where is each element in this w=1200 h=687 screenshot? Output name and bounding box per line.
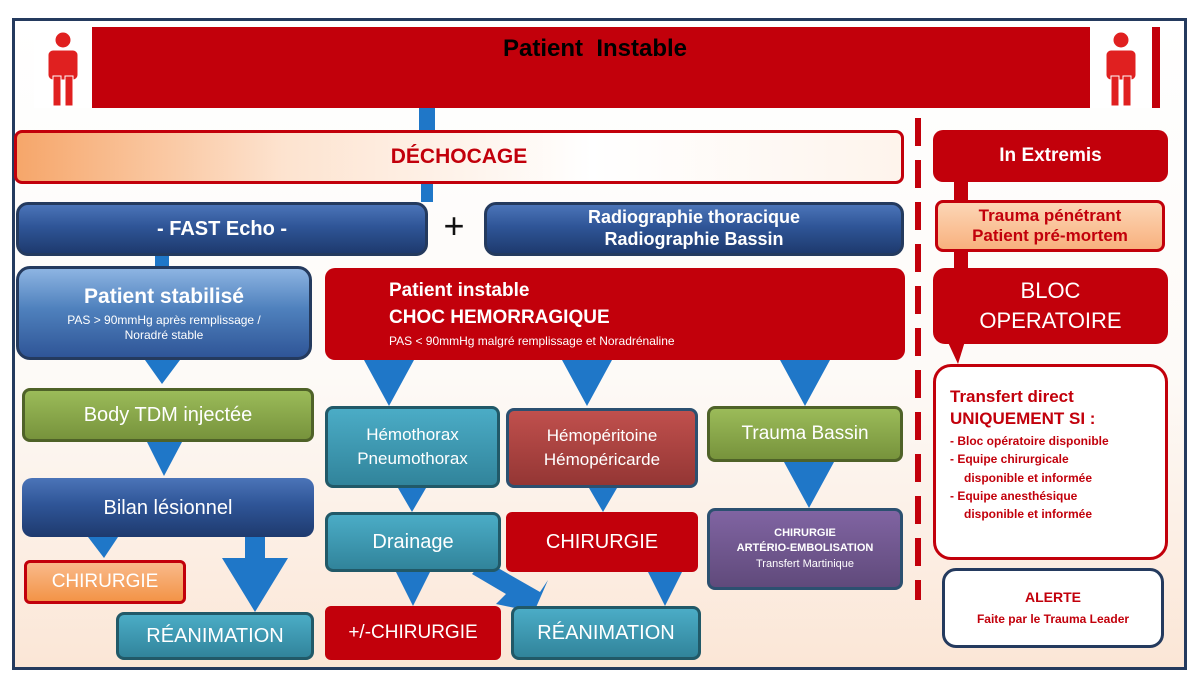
transfert-direct-box: Transfert direct UNIQUEMENT SI : - Bloc …	[933, 364, 1168, 560]
plus-minus-chirurgie-box: +/-CHIRURGIE	[325, 606, 501, 660]
radiographie-line2: Radiographie Bassin	[604, 229, 784, 249]
alerte-title: ALERTE	[1025, 589, 1081, 606]
connector-bilan-reanimation	[245, 537, 265, 559]
patient-stabilise-title: Patient stabilisé	[84, 285, 244, 309]
trauma-bassin-label: Trauma Bassin	[741, 422, 869, 444]
middle-reanimation-box: RÉANIMATION	[511, 606, 701, 660]
arrow-drainage-reanimation	[472, 560, 548, 612]
bloc-line2: OPERATOIRE	[979, 308, 1122, 333]
fast-echo-box: - FAST Echo -	[16, 202, 428, 256]
hemoperitoine-box: Hémopéritoine Hémopéricarde	[506, 408, 698, 488]
left-chirurgie-box: CHIRURGIE	[24, 560, 186, 604]
radiographie-line1: Radiographie thoracique	[587, 207, 801, 228]
arrow-hemothorax-drainage	[398, 488, 426, 512]
in-extremis-label: In Extremis	[999, 144, 1102, 166]
chirurgie-embolisation-box: CHIRURGIE ARTÉRIO-EMBOLISATION Transfert…	[707, 508, 903, 590]
bloc-line1: BLOC	[1020, 277, 1081, 303]
connector-dechocage-fast	[421, 184, 433, 202]
dechocage-box: DÉCHOCAGE	[14, 130, 904, 184]
arrow-chirurgie-reanimation	[648, 572, 682, 606]
bilan-lesionnel-box: Bilan lésionnel	[22, 478, 314, 537]
arrow-hemoperitoine-chirurgie	[589, 488, 617, 512]
dechocage-label: DÉCHOCAGE	[390, 145, 528, 169]
drainage-label: Drainage	[372, 531, 454, 553]
bilan-lesionnel-label: Bilan lésionnel	[103, 496, 233, 519]
hemoperitoine-line1: Hémopéritoine	[546, 425, 658, 445]
arrow-tdm-bilan	[147, 442, 182, 476]
bloc-operatoire-box: BLOC OPERATOIRE	[933, 268, 1168, 344]
middle-chirurgie-box: CHIRURGIE	[506, 512, 698, 572]
arrow-instable-hemoperitoine	[562, 360, 612, 406]
drainage-box: Drainage	[325, 512, 501, 572]
arrow-bilan-reanimation	[222, 558, 288, 612]
hemoperitoine-line2: Hémopéricarde	[543, 450, 661, 469]
arrow-drainage-pluschir	[396, 572, 430, 606]
trauma-bassin-box: Trauma Bassin	[707, 406, 903, 462]
person-icon	[1105, 31, 1137, 107]
patient-instable-title2: CHOC HEMORRAGIQUE	[389, 306, 610, 328]
in-extremis-box: In Extremis	[933, 130, 1168, 182]
arrow-instable-hemothorax	[364, 360, 414, 406]
patient-stabilise-sub2: Noradré stable	[124, 327, 204, 342]
header-right-stripe	[1152, 27, 1160, 108]
person-icon	[47, 31, 79, 107]
trauma-penetrant-line2: Patient pré-mortem	[972, 226, 1128, 245]
middle-chirurgie-label: CHIRURGIE	[545, 531, 659, 553]
patient-instable-box: Patient instable CHOC HEMORRAGIQUE PAS <…	[325, 268, 905, 360]
arrow-bilan-chirurgie	[88, 537, 118, 558]
hemothorax-line2: Pneumothorax	[357, 449, 468, 468]
arrow-bassin-embol	[784, 462, 834, 508]
body-tdm-box: Body TDM injectée	[22, 388, 314, 442]
left-reanimation-label: RÉANIMATION	[146, 625, 284, 647]
transfert-item: - Equipe chirurgicale	[950, 452, 1069, 467]
page-title: Patient Instable	[502, 35, 688, 62]
connector-header-dechocage	[419, 108, 435, 130]
hemothorax-line1: Hémothorax	[366, 424, 459, 444]
alerte-box: ALERTE Faite par le Trauma Leader	[942, 568, 1164, 648]
chirurgie-embol-line2: ARTÉRIO-EMBOLISATION	[736, 542, 874, 555]
body-tdm-label: Body TDM injectée	[83, 404, 253, 426]
transfert-item: - Equipe anesthésique	[950, 488, 1078, 503]
chirurgie-embol-line3: Transfert Martinique	[755, 557, 855, 570]
arrow-instable-bassin	[780, 360, 830, 406]
chirurgie-embol-line1: CHIRURGIE	[774, 527, 836, 540]
transfert-title2: UNIQUEMENT SI :	[950, 409, 1096, 429]
left-chirurgie-label: CHIRURGIE	[51, 570, 159, 592]
transfert-item: disponible et informée	[964, 470, 1093, 485]
patient-instable-title1: Patient instable	[389, 280, 530, 301]
connector-trauma-bloc	[954, 252, 968, 268]
hemothorax-box: Hémothorax Pneumothorax	[325, 406, 500, 488]
fast-echo-label: - FAST Echo -	[157, 218, 287, 240]
patient-stabilise-sub1: PAS > 90mmHg après remplissage /	[67, 313, 261, 328]
plus-minus-chirurgie-label: +/-CHIRURGIE	[348, 621, 478, 643]
header-bar: Patient Instable	[40, 27, 1150, 108]
left-reanimation-box: RÉANIMATION	[116, 612, 314, 660]
arrow-stabilise-tdm	[145, 360, 180, 384]
middle-reanimation-label: RÉANIMATION	[537, 622, 675, 644]
alerte-sub: Faite par le Trauma Leader	[976, 612, 1130, 627]
transfert-item: - Bloc opératoire disponible	[950, 433, 1109, 448]
patient-stabilise-box: Patient stabilisé PAS > 90mmHg après rem…	[16, 266, 312, 360]
radiographie-box: Radiographie thoracique Radiographie Bas…	[484, 202, 904, 256]
transfert-title1: Transfert direct	[950, 387, 1074, 406]
connector-extremis-trauma	[954, 182, 968, 200]
trauma-penetrant-line1: Trauma pénétrant	[978, 205, 1122, 225]
transfert-item: disponible et informée	[964, 507, 1093, 522]
trauma-penetrant-box: Trauma pénétrant Patient pré-mortem	[935, 200, 1165, 252]
patient-instable-sub: PAS < 90mmHg malgré remplissage et Norad…	[389, 333, 675, 348]
plus-sign: +	[443, 205, 465, 246]
